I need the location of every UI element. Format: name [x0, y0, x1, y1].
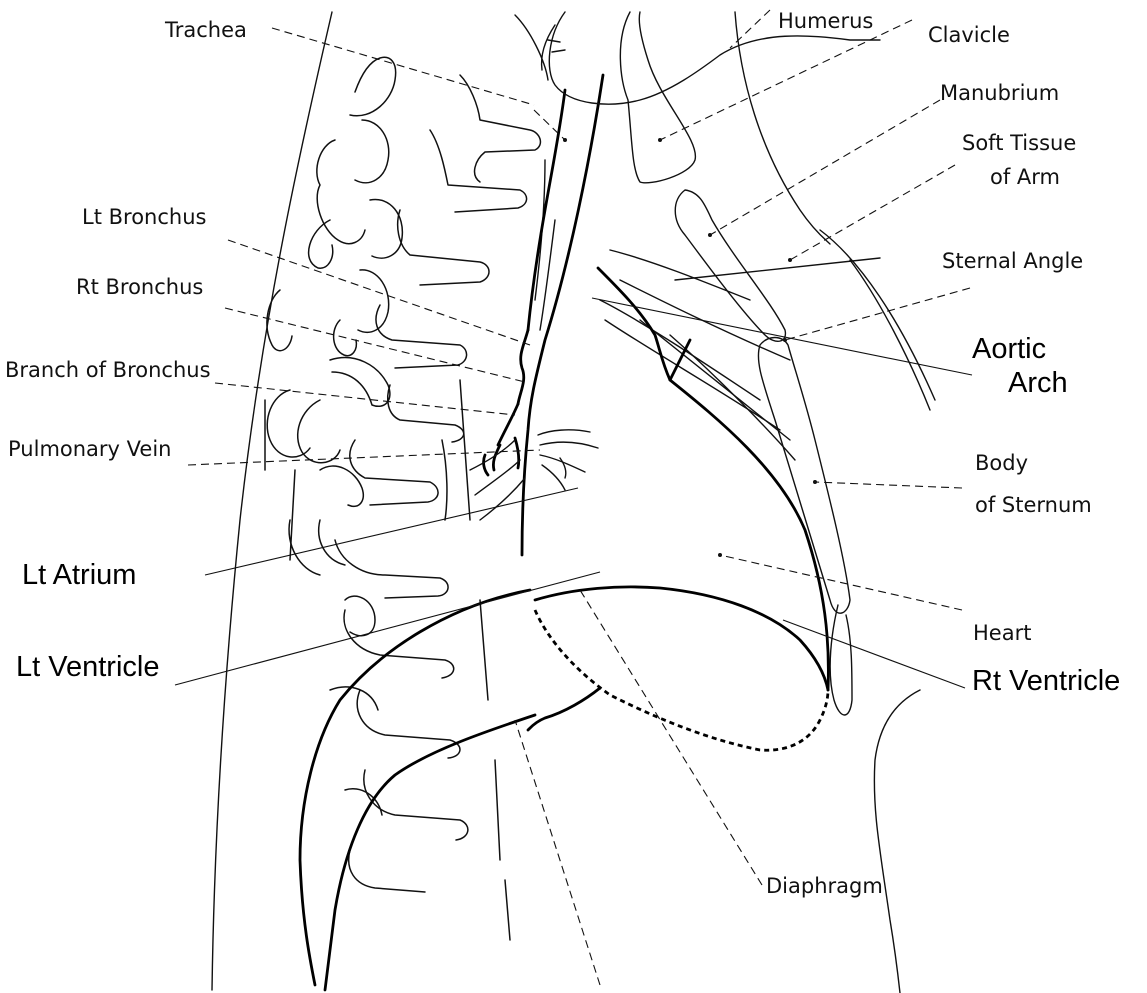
leader-pulmonary-vein [188, 450, 540, 465]
leader-heart [720, 555, 962, 610]
vertebral-column [265, 57, 540, 940]
label-humerus: Humerus [778, 9, 873, 33]
label-body-of-sternum-line1: Body [975, 451, 1028, 475]
leader-trachea [272, 28, 534, 105]
label-lt-ventricle: Lt Ventricle [16, 651, 159, 683]
leader-clavicle [660, 20, 912, 140]
label-sternal-angle: Sternal Angle [942, 249, 1083, 273]
leader-sternal-angle [785, 288, 970, 340]
label-aortic-arch-line2: Arch [1008, 367, 1068, 399]
leader-body-of-sternum [815, 482, 962, 488]
label-pulmonary-vein: Pulmonary Vein [8, 437, 171, 461]
leader-lines [175, 10, 972, 985]
label-soft-tissue-line1: Soft Tissue [962, 131, 1076, 155]
leader-aortic-arch [592, 298, 972, 375]
label-heart: Heart [973, 621, 1031, 645]
trachea-shape [470, 15, 603, 555]
leader-branch-of-bronchus [215, 383, 515, 415]
label-manubrium: Manubrium [940, 81, 1059, 105]
label-diaphragm: Diaphragm [766, 874, 883, 898]
label-soft-tissue-line2: of Arm [990, 165, 1060, 189]
label-trachea: Trachea [164, 18, 247, 42]
label-clavicle: Clavicle [928, 23, 1010, 47]
shoulder-and-sternum [549, 12, 935, 715]
leader-lt-ventricle [175, 572, 600, 685]
leader-soft-tissue [790, 165, 955, 260]
label-rt-bronchus: Rt Bronchus [76, 275, 203, 299]
label-branch-of-bronchus: Branch of Bronchus [5, 358, 211, 382]
label-lt-atrium: Lt Atrium [22, 559, 136, 591]
label-body-of-sternum-line2: of Sternum [975, 493, 1092, 517]
leader-diaphragm-1 [580, 590, 762, 885]
leader-manubrium [710, 100, 940, 235]
aortic-arch-lines [600, 250, 795, 460]
heart-outline [300, 268, 828, 990]
leader-rt-bronchus [225, 308, 525, 382]
label-lt-bronchus: Lt Bronchus [82, 205, 206, 229]
labels: Trachea Humerus Clavicle Manubrium Soft … [5, 9, 1120, 898]
label-aortic-arch-line1: Aortic [972, 333, 1046, 365]
label-rt-ventricle: Rt Ventricle [972, 665, 1120, 697]
leader-diaphragm-2 [515, 720, 600, 985]
